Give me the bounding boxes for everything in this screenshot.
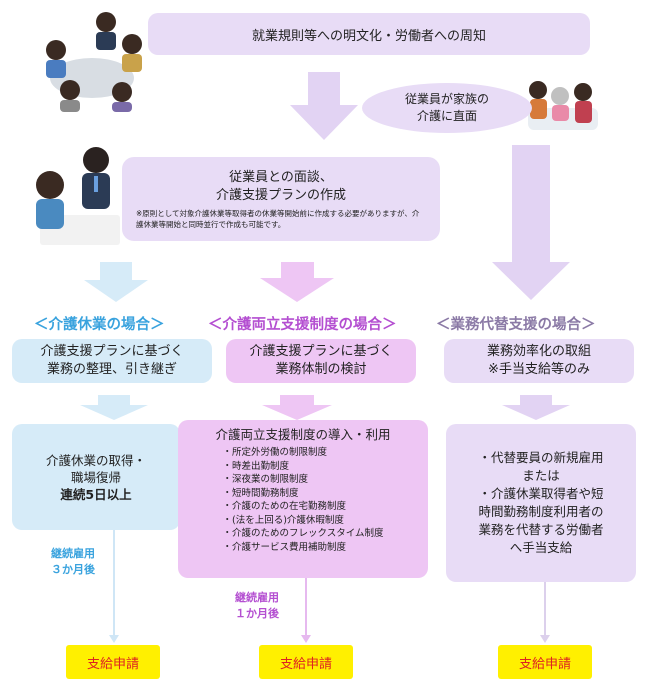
leave-continued-line-1: 継続雇用 <box>51 547 95 560</box>
arrow-substitute-mid-to-bottom <box>502 395 570 420</box>
support-systems-list: ・所定外労働の制限制度 ・時差出勤制度 ・深夜業の制限制度 ・短時間勤務制度 ・… <box>222 446 383 554</box>
substitute-line-2: または <box>522 468 560 483</box>
support-continued-employment: 継続雇用 １か月後 <box>222 590 292 622</box>
leave-plan-box: 介護支援プランに基づく 業務の整理、引き継ぎ <box>12 339 212 383</box>
leave-pay-application: 支給申請 <box>66 645 160 679</box>
support-systems-box: 介護両立支援制度の導入・利用 ・所定外労働の制限制度 ・時差出勤制度 ・深夜業の… <box>178 420 428 578</box>
interview-line-2: 介護支援プランの作成 <box>215 187 346 203</box>
arrowhead-support <box>301 635 311 643</box>
leave-continued-line-2: ３か月後 <box>51 563 95 576</box>
meeting-illustration <box>46 12 142 112</box>
substitute-column-heading: ＜業務代替支援の場合＞ <box>436 317 596 333</box>
leave-taking-line-2: 職場復帰 <box>70 469 121 485</box>
substitute-plan-line-1: 業務効率化の取組 <box>486 344 591 359</box>
arrowhead-substitute <box>540 635 550 643</box>
substitute-line-6: へ手当支給 <box>509 540 573 555</box>
trigger-line-2: 介護に直面 <box>416 109 477 123</box>
leave-plan-line-1: 介護支援プランに基づく <box>40 344 184 359</box>
arrow-support-mid-to-bottom <box>262 395 332 420</box>
arrow-trigger-to-substitute <box>492 145 570 300</box>
substitute-support-box: ・代替要員の新規雇用 または ・介護休業取得者や短 時間勤務制度利用者の 業務を… <box>446 424 636 582</box>
substitute-line-3: ・介護休業取得者や短 <box>478 486 604 501</box>
substitute-line-5: 業務を代替する労働者 <box>478 522 604 537</box>
system-item: ・短時間勤務制度 <box>222 487 299 499</box>
substitute-pay-application: 支給申請 <box>498 645 592 679</box>
leave-pay-label: 支給申請 <box>86 656 139 672</box>
substitute-line-4: 時間勤務制度利用者の <box>478 504 604 519</box>
system-item: ・介護のためのフレックスタイム制度 <box>222 528 384 539</box>
system-item: ・深夜業の制限制度 <box>222 474 308 485</box>
family-care-illustration <box>528 81 598 130</box>
system-item: ・所定外労働の制限制度 <box>222 447 327 458</box>
substitute-pay-label: 支給申請 <box>518 656 571 672</box>
policy-banner-text: 就業規則等への明文化・労働者への周知 <box>251 28 486 44</box>
leave-taking-box: 介護休業の取得・ 職場復帰 連続5日以上 <box>12 424 180 530</box>
support-plan-line-2: 業務体制の検討 <box>275 362 367 377</box>
support-continued-line-1: 継続雇用 <box>235 591 279 604</box>
system-item: ・介護のための在宅勤務制度 <box>222 501 346 512</box>
interview-note: ※原則として対象介護休業等取得者の休業等開始前に作成する必要がありますが、介護休… <box>136 208 420 229</box>
trigger-line-1: 従業員が家族の <box>404 92 489 106</box>
interview-line-1: 従業員との面談、 <box>229 169 333 185</box>
support-column-heading: ＜介護両立支援制度の場合＞ <box>208 317 397 333</box>
leave-taking-line-3: 連続5日以上 <box>60 486 132 502</box>
support-pay-label: 支給申請 <box>279 656 332 672</box>
arrow-banner-to-interview <box>290 72 358 140</box>
policy-banner: 就業規則等への明文化・労働者への周知 <box>148 13 590 55</box>
system-item: ・(法を上回る)介護休暇制度 <box>222 514 344 526</box>
arrowhead-leave <box>109 635 119 643</box>
arrow-to-leave-column <box>84 262 148 302</box>
substitute-plan-line-2: ※手当支給等のみ <box>488 362 590 377</box>
substitute-line-1: ・代替要員の新規雇用 <box>478 450 604 465</box>
leave-plan-line-2: 業務の整理、引き継ぎ <box>46 362 177 377</box>
support-systems-title: 介護両立支援制度の導入・利用 <box>215 427 391 442</box>
arrow-leave-mid-to-bottom <box>80 395 148 420</box>
interview-illustration <box>36 147 120 245</box>
support-plan-box: 介護支援プランに基づく 業務体制の検討 <box>226 339 416 383</box>
leave-continued-employment: 継続雇用 ３か月後 <box>38 546 108 578</box>
trigger-bubble: 従業員が家族の 介護に直面 <box>362 83 532 133</box>
leave-taking-line-1: 介護休業の取得・ <box>45 452 146 468</box>
support-pay-application: 支給申請 <box>259 645 353 679</box>
interview-box: 従業員との面談、 介護支援プランの作成 ※原則として対象介護休業等取得者の休業等… <box>122 157 440 241</box>
system-item: ・介護サービス費用補助制度 <box>222 541 346 553</box>
substitute-plan-box: 業務効率化の取組 ※手当支給等のみ <box>444 339 634 383</box>
leave-column-heading: ＜介護休業の場合＞ <box>34 317 165 333</box>
arrow-to-support-column <box>260 262 334 302</box>
support-continued-line-2: １か月後 <box>235 607 279 620</box>
support-plan-line-1: 介護支援プランに基づく <box>249 344 393 359</box>
system-item: ・時差出勤制度 <box>222 460 289 472</box>
